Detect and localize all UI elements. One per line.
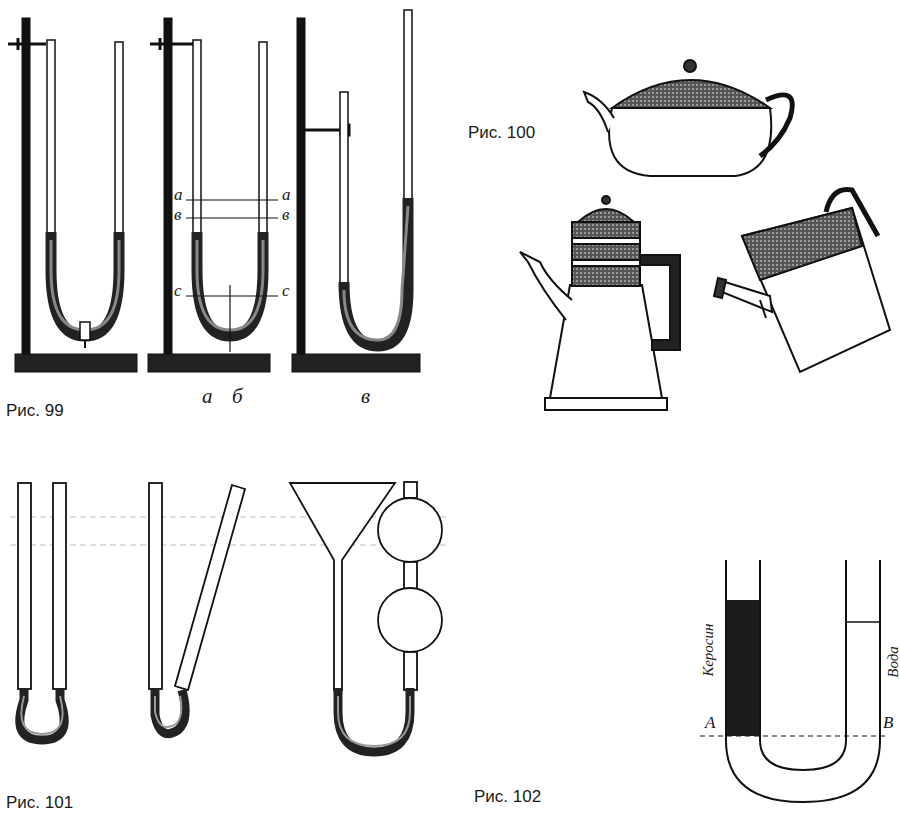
- stand-c-part: [292, 354, 420, 372]
- vessel-set-part: [404, 652, 417, 690]
- vessel-set-part: [21, 696, 62, 734]
- teapot: [584, 60, 792, 176]
- stand-b-part: [259, 42, 267, 236]
- point-letter: с: [282, 282, 290, 299]
- u-tube-part: [700, 735, 888, 736]
- figure-caption: Рис. 102: [474, 788, 541, 805]
- stand-b-part: [164, 18, 172, 356]
- u-tube: [700, 560, 888, 802]
- teapot-part: [612, 80, 770, 108]
- stand-a-part: [115, 42, 123, 236]
- stand-a: [8, 18, 137, 372]
- coffee-pot-part: [572, 260, 640, 266]
- stand-b-part: [159, 38, 162, 50]
- coffee-pot-part: [640, 255, 680, 350]
- coffee-pot: [520, 196, 680, 410]
- vessel-set-part: [20, 688, 65, 740]
- stand-a-part: [47, 40, 55, 236]
- teapot-part: [684, 60, 696, 72]
- vessel-set-part: [378, 498, 442, 562]
- stand-b-part: [186, 199, 278, 200]
- point-letter: В: [883, 714, 893, 731]
- teapot-part: [760, 95, 792, 156]
- watering-can-part: [760, 300, 766, 318]
- point-letter: а: [282, 186, 291, 203]
- stand-b-part: [229, 285, 230, 352]
- stand-a-part: [51, 232, 119, 336]
- stand-c: [292, 10, 420, 372]
- figure-caption: Рис. 99: [6, 402, 64, 419]
- stand-b-part: [186, 295, 278, 296]
- point-letter: в: [174, 206, 181, 223]
- coffee-pot-part: [602, 196, 610, 204]
- point-letter: А: [705, 714, 715, 731]
- watering-can-part: [742, 208, 862, 280]
- figure-caption: Рис. 100: [468, 124, 535, 141]
- coffee-pot-part: [545, 398, 667, 410]
- stand-b-part: [193, 40, 201, 236]
- liquid-label: Вода: [886, 646, 900, 678]
- vessel-set-part: [18, 483, 31, 689]
- figure-caption: Рис. 101: [6, 794, 73, 811]
- watering-can-part: [826, 189, 878, 236]
- coffee-pot-part: [572, 222, 640, 286]
- point-letter: в: [282, 206, 289, 223]
- stand-a-part: [22, 18, 30, 356]
- coffee-pot-part: [520, 252, 572, 320]
- stand-c-part: [344, 206, 408, 340]
- u-tube-part: [726, 560, 880, 802]
- vessel-set-part: [290, 483, 395, 690]
- stand-b: [148, 18, 278, 372]
- point-letter: с: [174, 282, 182, 299]
- vessel-set-part: [155, 696, 181, 727]
- stand-b-part: [148, 354, 270, 372]
- stand-a-part: [15, 354, 137, 372]
- stand-a-part: [17, 38, 20, 50]
- stand-c-part: [404, 10, 412, 202]
- watering-can-part: [742, 208, 890, 372]
- point-letter: б: [232, 386, 243, 407]
- vessel-set: [18, 482, 442, 752]
- stand-c-part: [344, 198, 408, 346]
- u-tube-part: [727, 600, 759, 736]
- vessel-set-part: [338, 688, 410, 752]
- vessel-set-part: [404, 482, 417, 498]
- point-letter: а: [174, 186, 183, 203]
- vessel-set-part: [149, 483, 162, 689]
- coffee-pot-part: [578, 209, 634, 222]
- stand-a-part: [80, 322, 90, 340]
- stand-a-part: [8, 43, 46, 46]
- coffee-pot-part: [572, 238, 640, 244]
- watering-can: [714, 189, 890, 372]
- vessel-set-part: [404, 562, 417, 590]
- teapot-part: [584, 92, 614, 132]
- stand-c-part: [297, 18, 305, 356]
- u-tube-part: [847, 621, 879, 623]
- vessel-set-part: [155, 688, 185, 734]
- stand-b-part: [186, 217, 278, 218]
- u-tube-part: [760, 560, 846, 770]
- vessel-set-part: [338, 696, 410, 746]
- stand-c-part: [340, 92, 348, 286]
- teapot-part: [609, 108, 771, 176]
- watering-can-part: [714, 278, 726, 298]
- stand-a-part: [84, 340, 86, 348]
- point-letter: в: [361, 386, 370, 407]
- vessel-set-part: [53, 483, 66, 689]
- point-letter: а: [202, 386, 213, 407]
- watering-can-part: [722, 282, 772, 312]
- vessel-set-part: [175, 485, 245, 690]
- vessel-set-part: [378, 588, 442, 652]
- stand-a-part: [51, 240, 119, 330]
- liquid-label: Керосин: [701, 624, 716, 677]
